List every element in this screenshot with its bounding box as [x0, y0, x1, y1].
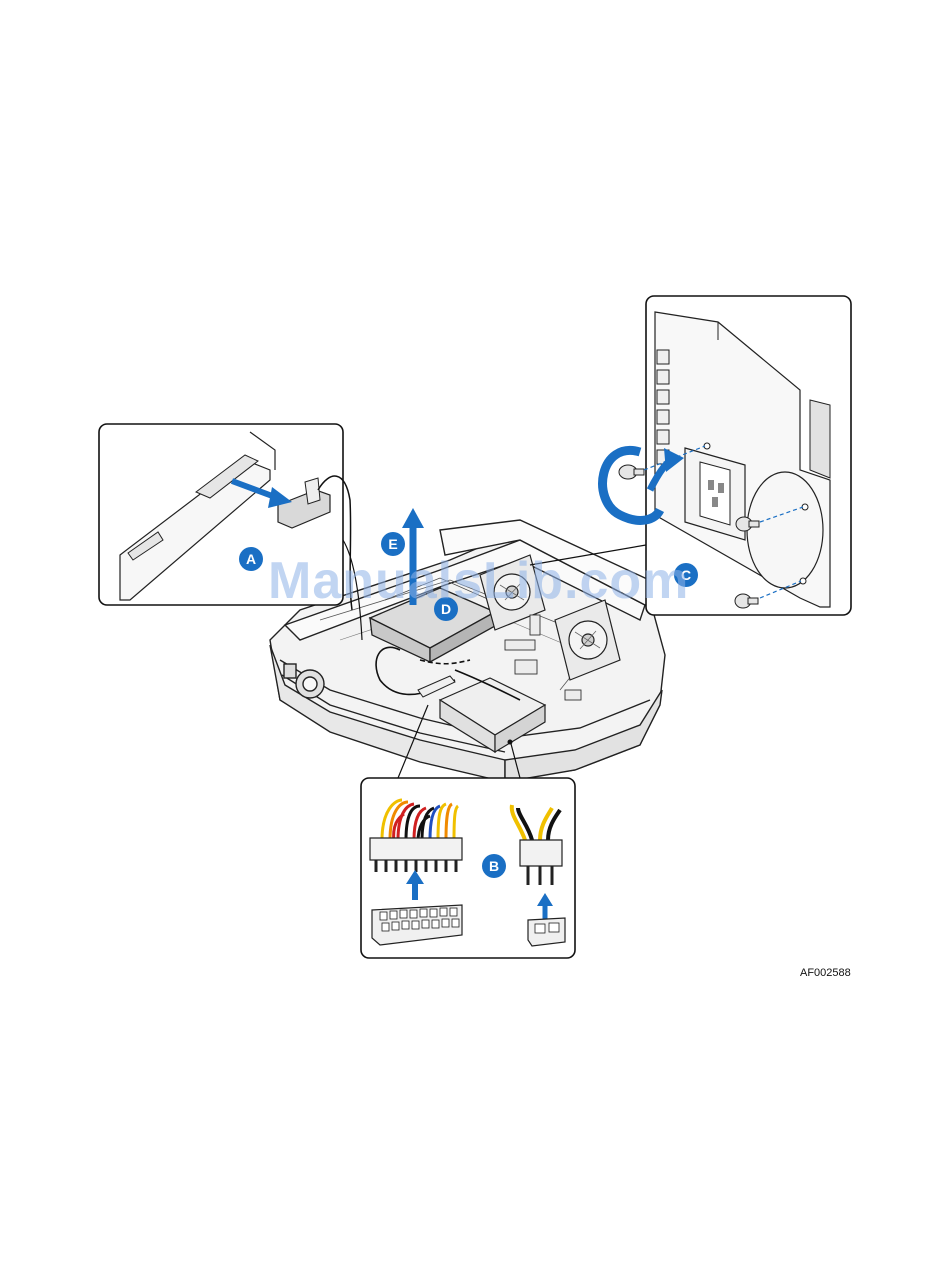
inset-c: C — [603, 296, 851, 615]
screw-icon — [619, 465, 644, 479]
callout-e-label: E — [388, 536, 397, 552]
callout-c-label: C — [681, 567, 691, 583]
figure-code: AF002588 — [800, 967, 851, 979]
inset-a: A — [99, 424, 352, 610]
callout-a-label: A — [246, 551, 256, 567]
callout-d-label: D — [441, 601, 451, 617]
callout-b-label: B — [489, 858, 499, 874]
inset-b: B — [361, 778, 575, 958]
